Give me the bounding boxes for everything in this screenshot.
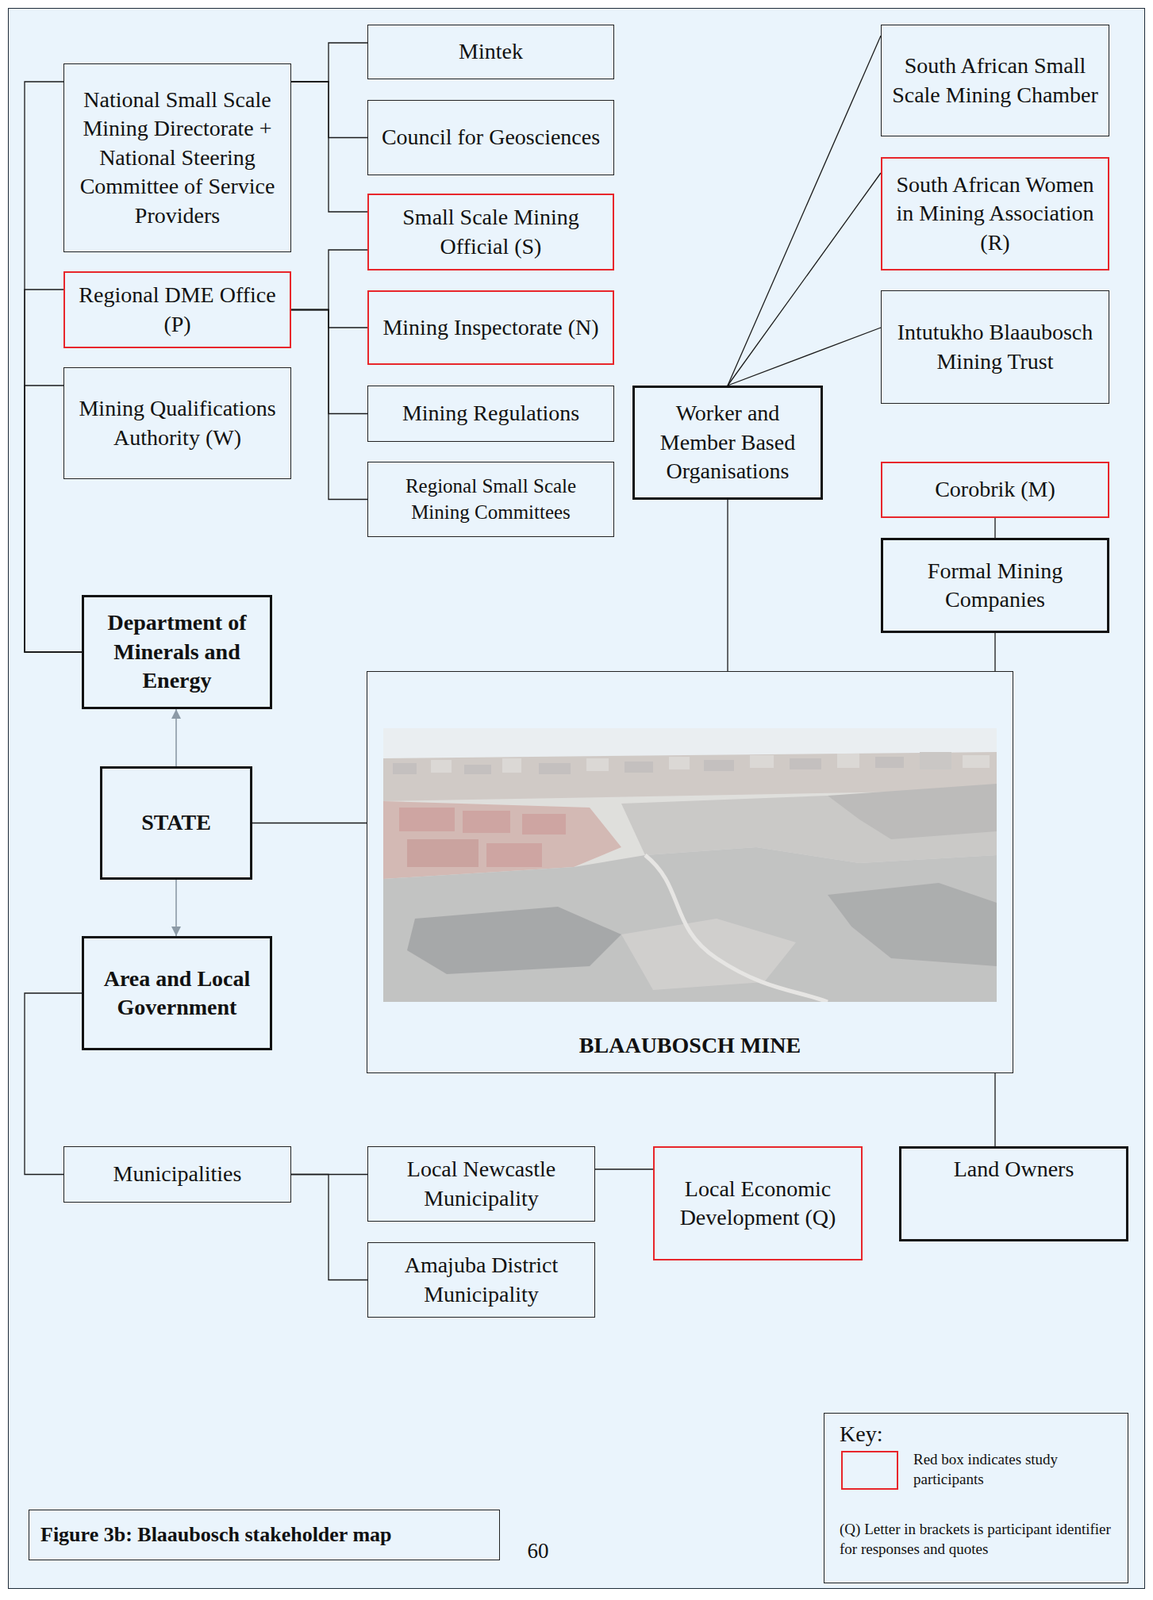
node-label: Council for Geosciences bbox=[377, 122, 604, 152]
node-label: Worker and Member Based Organisations bbox=[644, 399, 811, 486]
node-label: Land Owners bbox=[910, 1155, 1117, 1184]
figure-caption: Figure 3b: Blaaubosch stakeholder map bbox=[40, 1521, 393, 1549]
connector-line bbox=[291, 81, 368, 139]
stakeholder-box: Corobrik (M) bbox=[880, 461, 1110, 519]
connector-group bbox=[24, 35, 996, 1281]
stakeholder-box: National Small Scale Mining Directorate … bbox=[63, 63, 292, 253]
connector-line bbox=[175, 709, 177, 767]
legend-note: (Q) Letter in brackets is participant id… bbox=[839, 1520, 1119, 1560]
connector-line bbox=[291, 310, 368, 500]
node-label: Intutukho Blaaubosch Mining Trust bbox=[891, 318, 1100, 377]
legend-swatch bbox=[841, 1451, 899, 1491]
connector-line bbox=[595, 1168, 654, 1170]
connector-line bbox=[994, 518, 996, 539]
stakeholder-box: South African Small Scale Mining Chamber bbox=[880, 24, 1110, 137]
stakeholder-box: Mining Inspectorate (N) bbox=[367, 290, 615, 366]
stakeholder-box: Department of Minerals and Energy bbox=[81, 595, 273, 710]
stakeholder-box: Formal Mining Companies bbox=[880, 538, 1110, 634]
node-label: Mining Inspectorate (N) bbox=[378, 313, 604, 343]
connector-line bbox=[726, 499, 728, 672]
stakeholder-box: Amajuba District Municipality bbox=[367, 1242, 596, 1319]
node-label: Mintek bbox=[377, 37, 604, 66]
connector-line bbox=[727, 172, 881, 386]
connector-line bbox=[291, 1175, 368, 1281]
node-label: Regional DME Office (P) bbox=[74, 280, 281, 339]
node-label: Regional Small Scale Mining Committees bbox=[377, 473, 604, 526]
node-label: Area and Local Government bbox=[93, 964, 261, 1023]
connector-line bbox=[24, 385, 82, 653]
connector-line bbox=[727, 327, 881, 386]
label-slot: 60 bbox=[507, 1537, 569, 1566]
legend-text: Red box indicates study participants bbox=[913, 1450, 1119, 1490]
node-label: STATE bbox=[111, 808, 241, 838]
stakeholder-box: Local Newcastle Municipality bbox=[367, 1146, 596, 1223]
stakeholder-box: South African Women in Mining Associatio… bbox=[880, 157, 1110, 271]
connector-line bbox=[727, 35, 881, 386]
stakeholder-box: Regional Small Scale Mining Committees bbox=[367, 461, 615, 538]
node-label: South African Small Scale Mining Chamber bbox=[891, 51, 1100, 110]
quarry-photo bbox=[383, 728, 997, 1003]
photo-shape bbox=[383, 728, 997, 1003]
stakeholder-box: Land Owners bbox=[899, 1146, 1129, 1242]
node-label: National Small Scale Mining Directorate … bbox=[73, 85, 281, 231]
photo-shape bbox=[383, 728, 997, 1003]
label-slot: Key: bbox=[839, 1420, 951, 1449]
connector-line bbox=[24, 993, 82, 1176]
node-label: South African Women in Mining Associatio… bbox=[891, 170, 1099, 258]
stakeholder-box: Regional DME Office (P) bbox=[63, 271, 292, 349]
stakeholder-box: Council for Geosciences bbox=[367, 99, 615, 176]
node-label: Amajuba District Municipality bbox=[377, 1251, 585, 1310]
connector-line bbox=[175, 880, 177, 937]
photo-shape bbox=[383, 728, 997, 1003]
node-label: Formal Mining Companies bbox=[892, 557, 1098, 615]
node-label: Mining Regulations bbox=[377, 399, 604, 428]
connector-line bbox=[994, 1073, 996, 1147]
stakeholder-box: Area and Local Government bbox=[81, 936, 273, 1051]
stakeholder-box: Mining Regulations bbox=[367, 385, 615, 442]
stakeholder-box: Small Scale Mining Official (S) bbox=[367, 193, 615, 271]
connector-line bbox=[291, 310, 368, 329]
connector-line bbox=[252, 822, 367, 824]
connector-line bbox=[291, 249, 368, 311]
stakeholder-box: Mintek bbox=[367, 24, 615, 80]
node-label: Local Newcastle Municipality bbox=[377, 1155, 585, 1214]
stakeholder-box: STATE bbox=[99, 766, 253, 881]
node-label: Local Economic Development (Q) bbox=[664, 1175, 852, 1234]
stakeholder-box: BLAAUBOSCH MINE bbox=[366, 671, 1014, 1074]
node-label: Small Scale Mining Official (S) bbox=[378, 203, 604, 262]
stakeholder-box: Municipalities bbox=[63, 1146, 292, 1203]
connector-line bbox=[291, 310, 368, 415]
connector-line bbox=[24, 289, 82, 653]
node-label: Corobrik (M) bbox=[891, 475, 1099, 504]
node-label: Mining Qualifications Authority (W) bbox=[73, 394, 281, 453]
stakeholder-box: Intutukho Blaaubosch Mining Trust bbox=[880, 290, 1110, 404]
node-label: Municipalities bbox=[73, 1160, 281, 1189]
node-label: BLAAUBOSCH MINE bbox=[376, 1031, 1004, 1061]
connector-line bbox=[994, 633, 996, 672]
caption-box: Figure 3b: Blaaubosch stakeholder map bbox=[28, 1510, 500, 1561]
stakeholder-box: Worker and Member Based Organisations bbox=[632, 385, 823, 500]
legend-text-slot: Red box indicates study participants bbox=[913, 1450, 1119, 1490]
stakeholder-box: Local Economic Development (Q) bbox=[653, 1146, 863, 1261]
label-slot: (Q) Letter in brackets is participant id… bbox=[839, 1520, 1119, 1560]
connector-line bbox=[291, 81, 368, 212]
stakeholder-box: Mining Qualifications Authority (W) bbox=[63, 367, 292, 480]
legend-heading: Key: bbox=[839, 1420, 951, 1449]
page-number: 60 bbox=[507, 1537, 569, 1566]
node-label: Department of Minerals and Energy bbox=[93, 608, 261, 696]
connector-line bbox=[291, 42, 368, 82]
